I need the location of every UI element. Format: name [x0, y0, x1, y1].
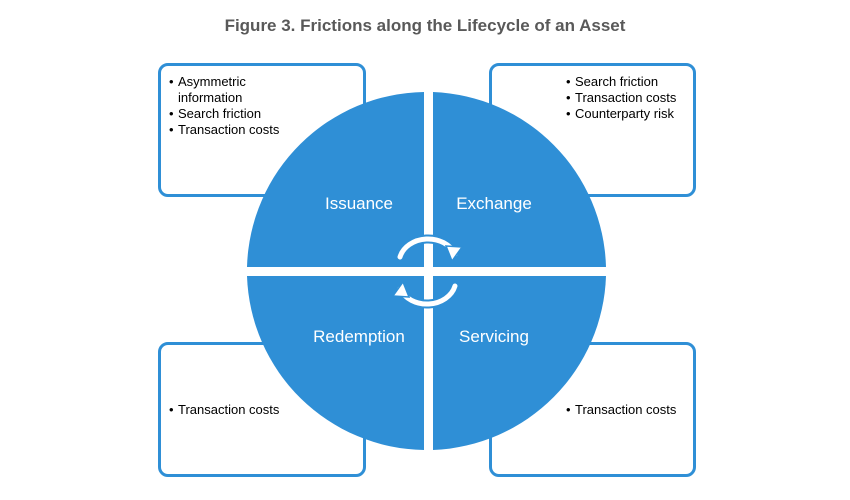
issuance-quadrant: [247, 92, 424, 267]
friction-item: Asymmetric information: [169, 74, 284, 106]
friction-item: Counterparty risk: [566, 106, 696, 122]
friction-item: Transaction costs: [169, 122, 284, 138]
friction-item: Search friction: [169, 106, 284, 122]
friction-item: Search friction: [566, 74, 696, 90]
issuance-frictions-list: Asymmetric information Search friction T…: [169, 74, 284, 138]
redemption-label: Redemption: [313, 327, 405, 346]
servicing-label: Servicing: [459, 327, 529, 346]
exchange-label: Exchange: [456, 194, 532, 213]
redemption-frictions-list: Transaction costs: [169, 402, 309, 418]
friction-item: Transaction costs: [566, 90, 696, 106]
servicing-frictions-list: Transaction costs: [566, 402, 696, 418]
friction-item: Transaction costs: [169, 402, 309, 418]
cycle-arrows-icon: [391, 234, 464, 309]
issuance-label: Issuance: [325, 194, 393, 213]
exchange-frictions-list: Search friction Transaction costs Counte…: [566, 74, 696, 122]
lifecycle-quadrants: [247, 92, 606, 450]
exchange-quadrant: [433, 92, 606, 267]
friction-item: Transaction costs: [566, 402, 696, 418]
figure-title: Figure 3. Frictions along the Lifecycle …: [224, 16, 626, 35]
servicing-quadrant: [433, 276, 606, 450]
redemption-quadrant: [247, 276, 424, 450]
